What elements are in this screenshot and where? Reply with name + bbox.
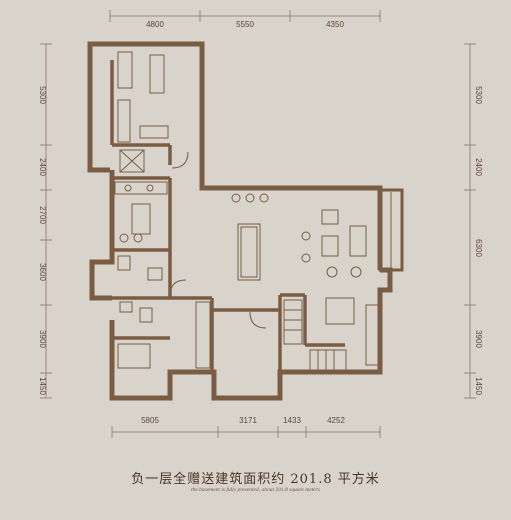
- bottom-dim-4: 4252: [327, 416, 345, 425]
- right-dim-2: 2400: [474, 158, 483, 176]
- furniture: [114, 51, 379, 371]
- right-dim-5: 1450: [474, 377, 483, 395]
- left-dim-6: 1450: [38, 377, 47, 395]
- left-dim-5: 3900: [38, 330, 47, 348]
- right-dim-1: 5300: [474, 86, 483, 104]
- top-dim-1: 4800: [146, 20, 164, 29]
- right-dim-4: 3900: [474, 330, 483, 348]
- caption-chinese: 负一层全赠送建筑面积约 201.8 平方米: [131, 472, 380, 487]
- interior-walls: [110, 60, 345, 372]
- top-dim-3: 4350: [326, 20, 344, 29]
- bottom-dim-2: 3171: [239, 416, 257, 425]
- dimension-lines: [40, 10, 476, 438]
- left-dim-2: 2400: [38, 158, 47, 176]
- bottom-dim-3: 1433: [283, 416, 301, 425]
- right-dim-3: 6300: [474, 239, 483, 257]
- outer-walls: [87, 41, 393, 401]
- glazed-bay: [378, 188, 404, 272]
- caption-english: the basement is fully presented, about 2…: [191, 487, 320, 493]
- left-dim-4: 3600: [38, 263, 47, 281]
- top-dim-2: 5550: [236, 20, 254, 29]
- left-dim-1: 5300: [38, 86, 47, 104]
- left-dim-3: 2700: [38, 206, 47, 224]
- bottom-dim-1: 5805: [141, 416, 159, 425]
